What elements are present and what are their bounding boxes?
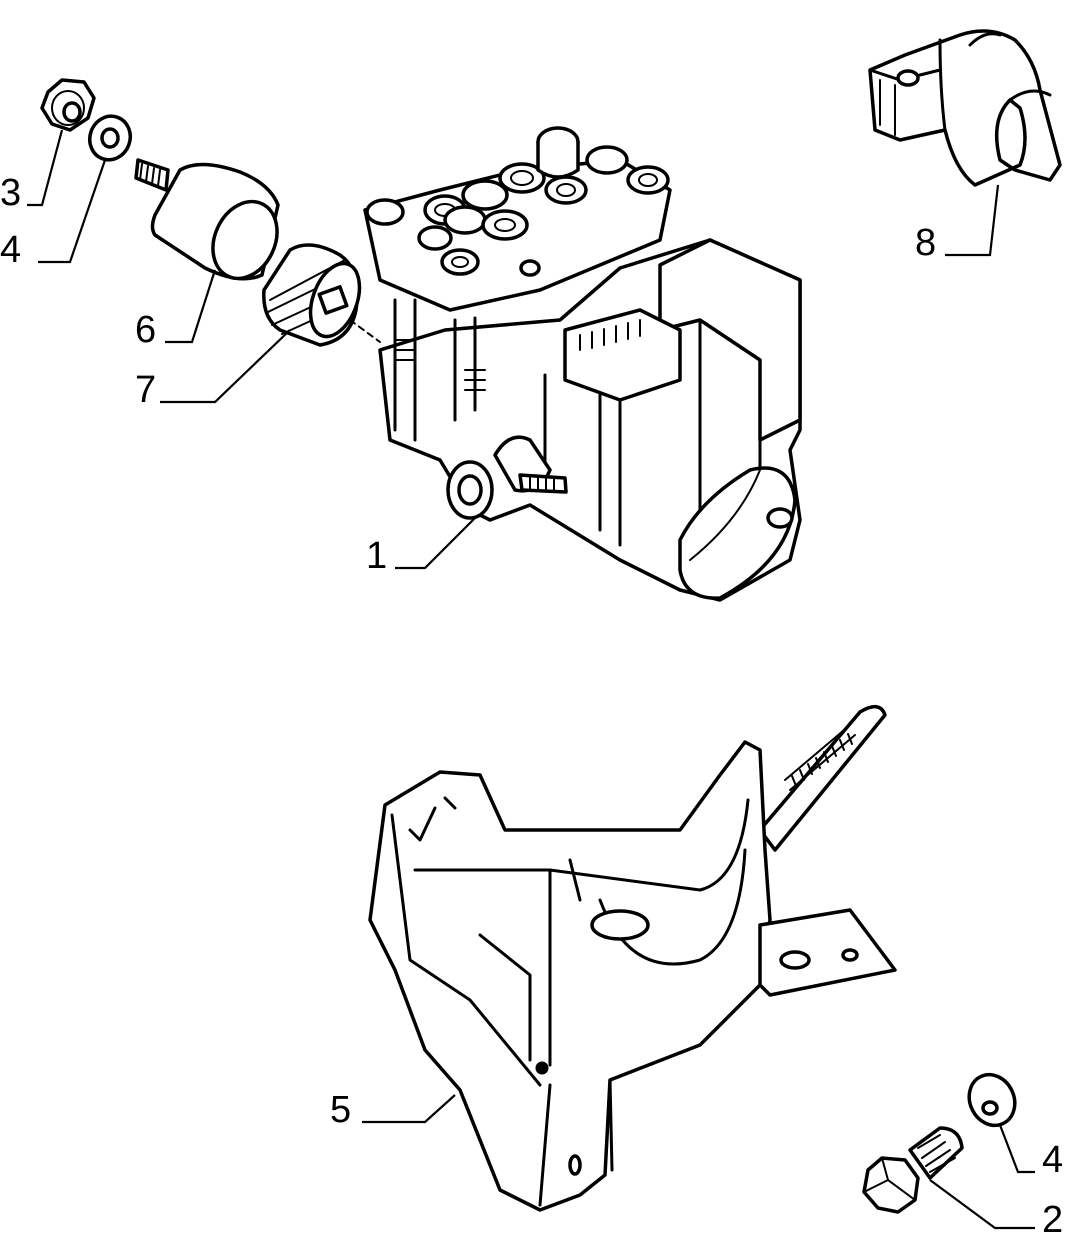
- callout-8: 8: [915, 222, 936, 264]
- rubber-bush-part: [262, 243, 362, 347]
- callout-4-upper: 4: [0, 229, 21, 271]
- leader-2: [929, 1179, 1035, 1230]
- leader-4-upper: [38, 159, 107, 264]
- mounting-clip-part: [868, 29, 1062, 187]
- leader-6: [165, 269, 217, 344]
- hex-nut-part: [40, 78, 96, 132]
- callout-labels: 3 4 6 7 1 8 5 4 2: [0, 172, 1063, 1235]
- mounting-bracket-part: [368, 705, 897, 1212]
- leader-3: [27, 129, 64, 207]
- leader-lines: [27, 129, 1035, 1230]
- callout-6: 6: [135, 309, 156, 351]
- leader-8: [945, 184, 1000, 257]
- callout-7: 7: [135, 369, 156, 411]
- rubber-mount-part: [134, 158, 280, 281]
- callout-3: 3: [0, 172, 21, 214]
- washer-upper-part: [88, 114, 132, 162]
- callout-2: 2: [1042, 1199, 1063, 1235]
- hex-bolt-part: [862, 1126, 964, 1214]
- leader-1: [395, 514, 479, 570]
- leader-5: [362, 1094, 456, 1124]
- abs-hydraulic-unit-part: [349, 126, 802, 602]
- callout-5: 5: [330, 1089, 351, 1131]
- leader-4-lower: [998, 1124, 1035, 1174]
- washer-lower-part: [967, 1072, 1017, 1128]
- leader-7: [160, 329, 291, 404]
- callout-4-lower: 4: [1042, 1139, 1063, 1181]
- callout-1: 1: [366, 535, 387, 577]
